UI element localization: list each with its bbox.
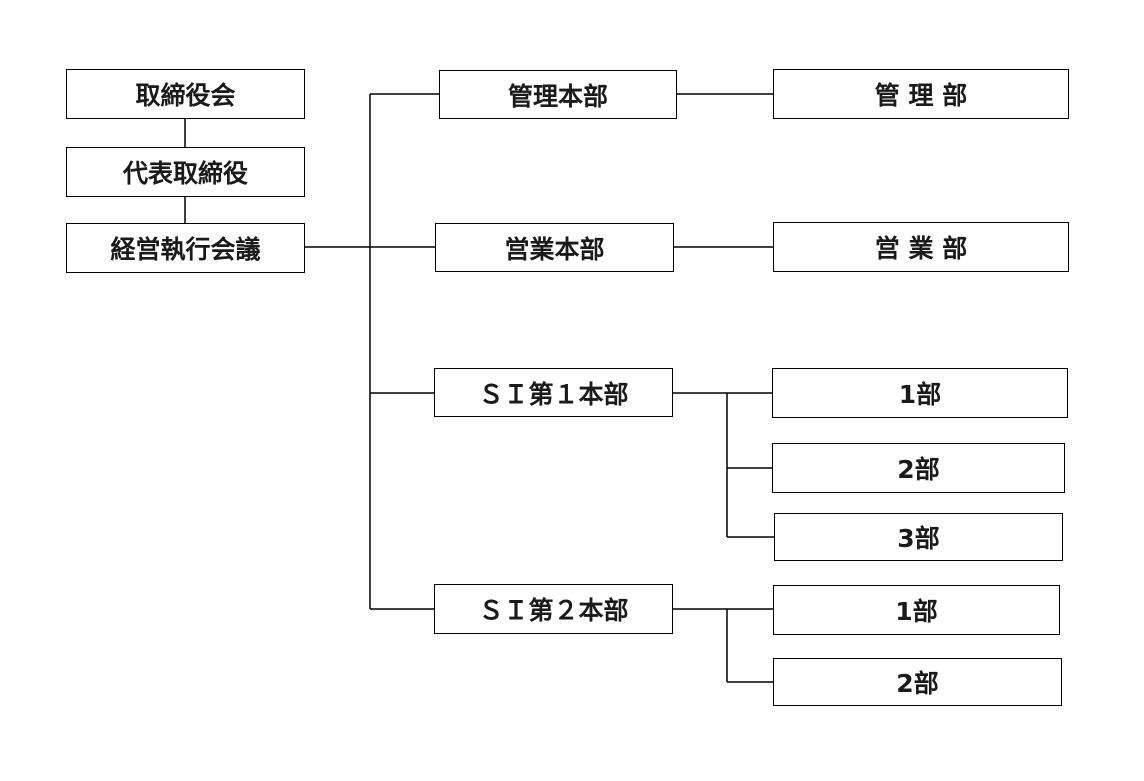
- division-box-sales: 営業本部: [435, 223, 674, 272]
- division-box-si2: ＳＩ第２本部: [434, 584, 673, 634]
- department-box-sales: 営 業 部: [773, 222, 1069, 272]
- division-box-administration: 管理本部: [439, 70, 677, 119]
- department-box-si1-2: 2部: [772, 443, 1065, 493]
- department-box-si2-2: 2部: [773, 658, 1062, 706]
- representative-director-box: 代表取締役: [66, 147, 305, 197]
- department-box-si1-1: 1部: [772, 368, 1068, 418]
- department-box-si2-1: 1部: [773, 585, 1060, 635]
- division-box-si1: ＳＩ第１本部: [434, 368, 673, 417]
- board-of-directors-box: 取締役会: [66, 69, 305, 119]
- department-box-si1-3: 3部: [774, 513, 1063, 561]
- department-box-administration: 管 理 部: [773, 69, 1069, 119]
- management-committee-box: 経営執行会議: [66, 223, 305, 273]
